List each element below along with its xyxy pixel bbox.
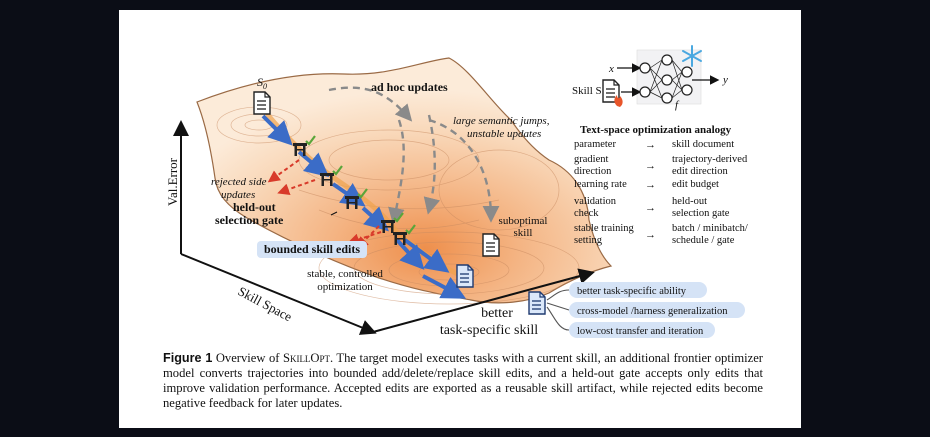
analogy-arrow-4: →: [645, 229, 656, 241]
figure-diagram: Val.Error Skill Space S0 ad hoc updates …: [165, 45, 748, 338]
analogy-arrow-0: →: [645, 139, 656, 151]
benefit-label: cross-model /harness generalization: [577, 306, 728, 317]
stable-label-1: stable, controlled: [307, 268, 383, 280]
analogy-right-3: held-out: [672, 196, 707, 207]
gate-label-1: held-out: [233, 200, 276, 214]
better-label-2: task-specific skill: [440, 323, 538, 338]
network-f-label: f: [675, 99, 680, 111]
benefit-label: better task-specific ability: [577, 286, 687, 297]
analogy-left-4: stable training: [574, 223, 635, 234]
analogy-right-0: skill document: [672, 139, 734, 150]
better-doc-icon: [456, 264, 474, 288]
suboptimal-label-1: suboptimal: [499, 215, 548, 227]
analogy-title: Text-space optimization analogy: [580, 124, 732, 136]
analogy-left-1: gradient: [574, 154, 608, 165]
suboptimal-doc-icon: [482, 233, 500, 257]
caption-method-name: SkillOpt: [282, 351, 331, 365]
analogy-right-4: batch / minibatch/: [672, 223, 748, 234]
gate-label-2: selection gate: [215, 213, 284, 227]
x-axis-depth: [180, 253, 377, 335]
y-axis-label: Val.Error: [165, 157, 180, 206]
analogy-left-0: parameter: [574, 139, 616, 150]
suboptimal-label-2: skill: [514, 227, 533, 239]
better-label-1: better: [481, 306, 513, 321]
benefit-label: low-cost transfer and iteration: [577, 326, 704, 337]
benefit-pill: [569, 282, 707, 298]
analogy-right-4: schedule / gate: [672, 235, 735, 246]
benefits-list: better task-specific ability cross-model …: [569, 282, 745, 338]
bounded-label: bounded skill edits: [264, 242, 360, 256]
analogy-right-1: edit direction: [672, 166, 728, 177]
network-y-label: y: [722, 74, 728, 86]
bounded-edits-pill: [257, 241, 367, 258]
analogy-arrow-1: →: [645, 160, 656, 172]
network-x-label: x: [608, 63, 614, 75]
figure-caption: Figure 1 Overview of SkillOpt. The targe…: [163, 351, 763, 411]
analogy-table: parameter skill document → gradientdirectio…: [574, 139, 748, 246]
analogy-arrow-3: →: [645, 202, 656, 214]
benefit-pill: [569, 322, 715, 338]
network-skill-label: Skill S: [572, 85, 602, 97]
caption-label: Figure 1: [163, 351, 213, 365]
rejected-label-1: rejected side: [211, 176, 267, 188]
figure-panel: Val.Error Skill Space S0 ad hoc updates …: [119, 10, 801, 428]
caption-text-2: . The target model executes tasks with a…: [163, 351, 763, 410]
analogy-left-3: validation: [574, 196, 617, 207]
analogy-left-1: direction: [574, 166, 612, 177]
network-diagram: x Skill S y f: [572, 45, 728, 111]
ad-hoc-label: ad hoc updates: [371, 80, 448, 94]
analogy-right-2: edit budget: [672, 179, 719, 190]
analogy-right-3: selection gate: [672, 208, 730, 219]
ad-hoc-arrows: [328, 86, 500, 225]
start-skill-doc-icon: [253, 91, 271, 115]
snowflake-icon: [682, 45, 702, 67]
x-axis: [372, 268, 595, 333]
jumps-label-2: unstable updates: [467, 128, 541, 140]
jumps-label-1: large semantic jumps,: [453, 115, 550, 127]
analogy-left-4: setting: [574, 235, 603, 246]
stable-label-2: optimization: [317, 281, 373, 293]
fire-icon: [614, 95, 623, 107]
start-label: S0: [257, 75, 267, 91]
analogy-left-2: learning rate: [574, 179, 627, 190]
analogy-right-1: trajectory-derived: [672, 154, 748, 165]
analogy-left-3: check: [574, 208, 599, 219]
x-axis-label: Skill Space: [236, 283, 295, 324]
rejected-label-2: updates: [221, 189, 255, 201]
caption-text-1: Overview of: [215, 351, 280, 365]
benefit-pill: [569, 302, 745, 318]
analogy-arrow-2: →: [645, 179, 656, 191]
benefits-doc-icon: [528, 291, 546, 315]
